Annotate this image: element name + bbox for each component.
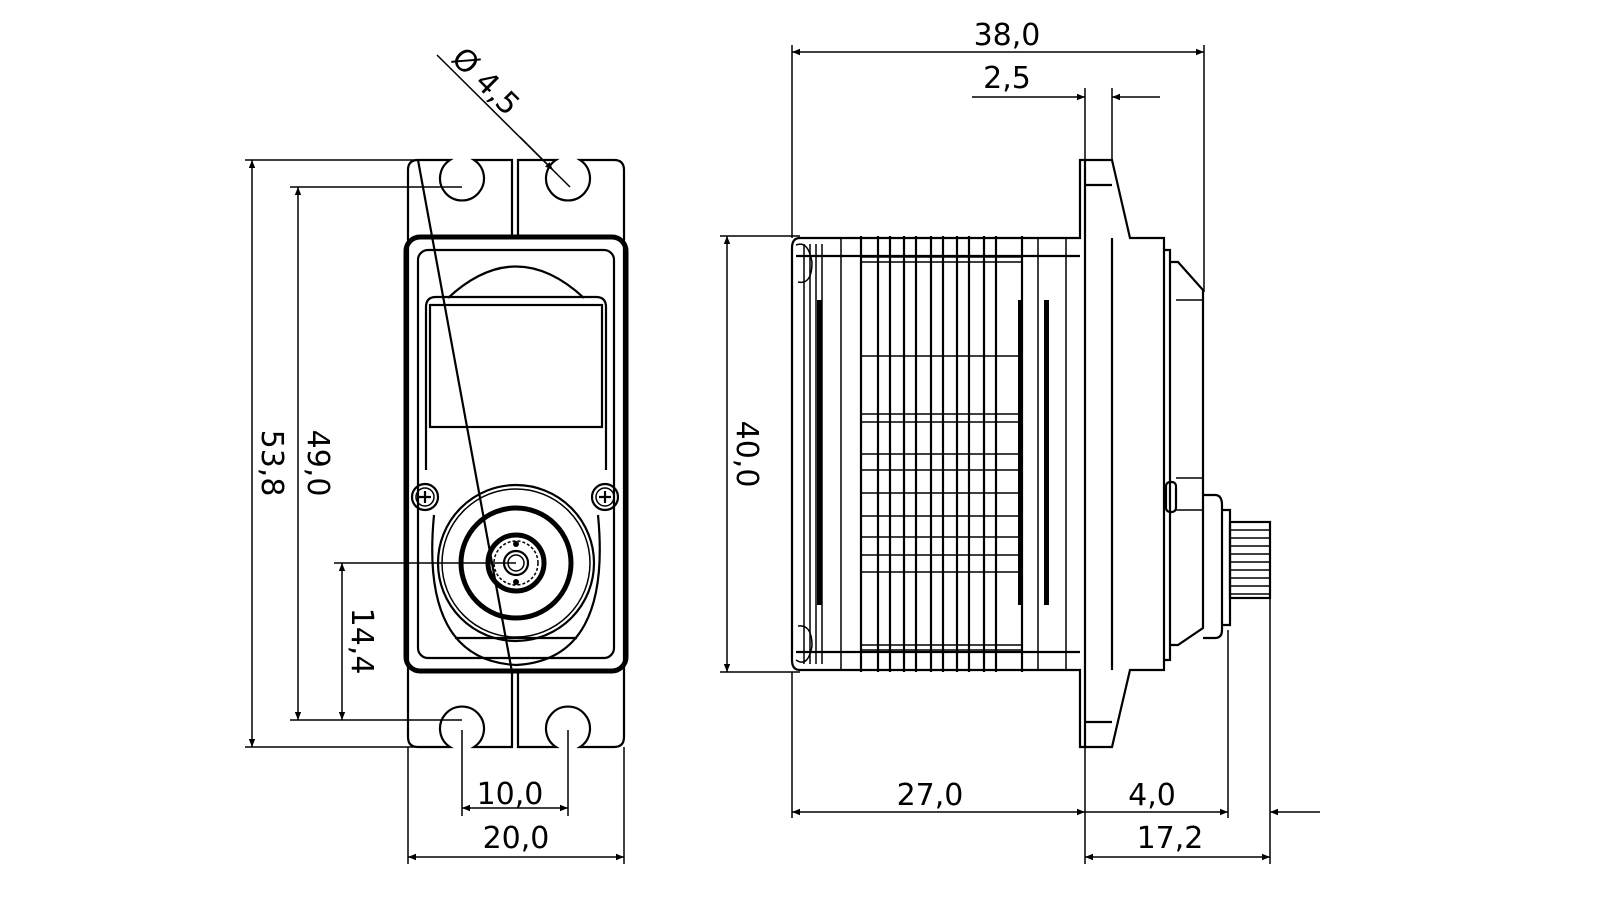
cooling-fins <box>859 236 1024 672</box>
side-groove <box>817 300 822 605</box>
dim-hole-diameter: Ø 4,5 <box>444 41 526 123</box>
dim-shaft-offset: 14,4 <box>344 608 379 675</box>
dim-spline-length: 4,0 <box>1128 778 1176 813</box>
dim-overall-height: 53,8 <box>254 430 289 497</box>
label-area <box>428 303 604 429</box>
dim-flange-to-spline-end: 17,2 <box>1137 821 1204 856</box>
dim-overall-length: 38,0 <box>974 18 1041 53</box>
case-inner <box>416 248 616 660</box>
dim-flange-thickness: 2,5 <box>983 61 1031 96</box>
output-hub <box>1203 493 1224 640</box>
dim-hole-spacing-vertical: 49,0 <box>300 430 335 497</box>
front-dimensions: 53,8 49,0 14,4 10,0 20,0 Ø 4,5 <box>245 41 625 864</box>
dim-hole-spacing-horizontal: 10,0 <box>477 777 544 812</box>
gear-housing <box>431 514 601 667</box>
side-dimensions: 38,0 2,5 40,0 27,0 4,0 17,2 <box>720 18 1320 864</box>
screw-left-icon <box>410 482 440 512</box>
dim-body-height: 40,0 <box>729 421 764 488</box>
cap-arc <box>447 265 585 299</box>
side-body-outline <box>790 158 1166 749</box>
dim-width: 20,0 <box>483 821 550 856</box>
front-view <box>403 158 629 749</box>
label-frame <box>424 295 608 470</box>
case-outline <box>403 234 629 674</box>
output-spline-side <box>1228 520 1272 600</box>
dim-body-length: 27,0 <box>897 778 964 813</box>
screw-right-icon <box>590 482 620 512</box>
side-view <box>790 158 1272 749</box>
